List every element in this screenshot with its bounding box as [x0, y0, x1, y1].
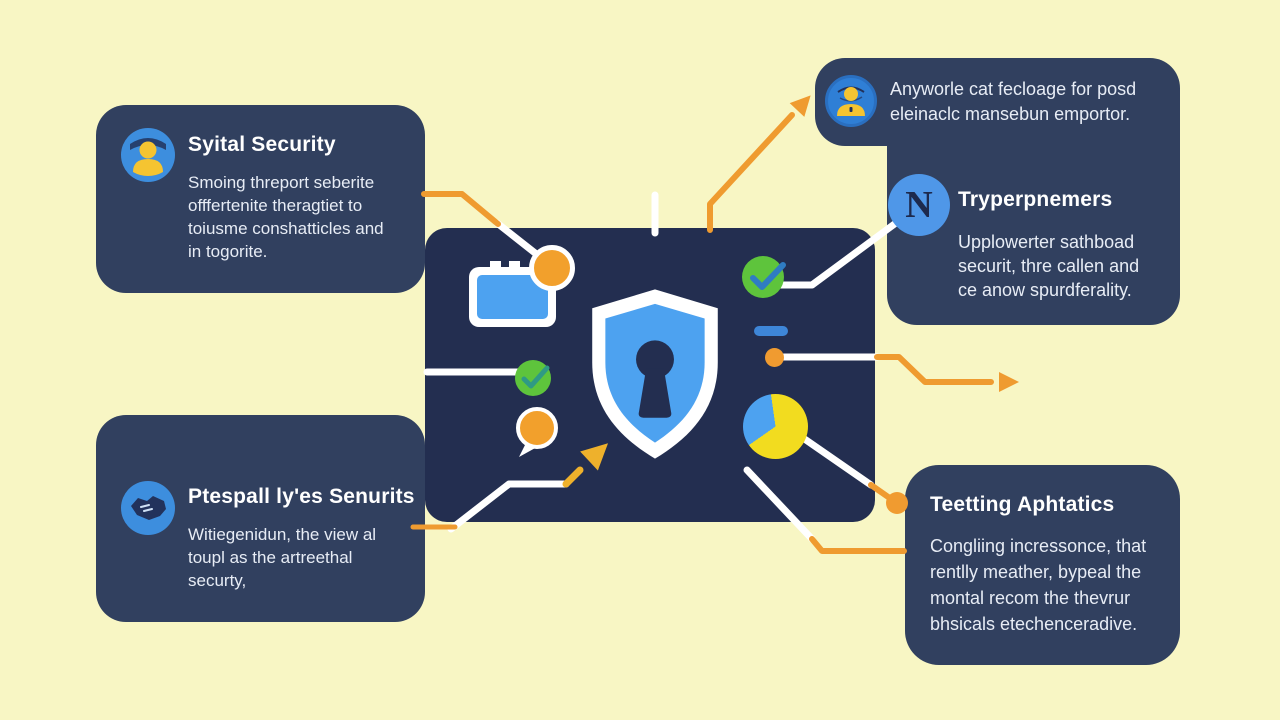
corner-dot-marker: [886, 492, 908, 514]
arrowhead-top-right: [789, 95, 811, 117]
person-icon: [825, 75, 877, 127]
dash-icon: [754, 326, 788, 336]
dot-marker: [765, 348, 784, 367]
speech-bubble-icon: [513, 405, 561, 463]
card-mid-right-title: Tryperpnemers: [958, 188, 1113, 211]
card-bottom-left-title: Ptespall ly'es Senurits: [188, 485, 415, 508]
check-icon: [739, 252, 791, 304]
arrowhead-right: [999, 372, 1019, 392]
check-icon: [512, 357, 556, 401]
card-top-left-body: Smoing threport seberite offfertenite th…: [188, 173, 384, 261]
card-bottom-left-body: Witiegenidun, the view al toupl as the a…: [188, 525, 377, 590]
pie-chart-icon: [743, 394, 808, 459]
folder-dot-marker: [529, 245, 575, 291]
card-top-left: Syital Security Smoing threport seberite…: [96, 105, 425, 293]
user-globe-icon: [121, 128, 175, 182]
letter-n-glyph: N: [905, 184, 933, 226]
card-bottom-right: Teetting Aphtatics Congliing incressonce…: [905, 465, 1180, 665]
folder-icon: [465, 255, 560, 330]
shield-lock-icon: [582, 286, 728, 462]
card-top-right-body: Anyworle cat fecloage for posd eleinaclc…: [890, 79, 1137, 124]
card-mid-right: Tryperpnemers Upplowerter sathboad secur…: [887, 144, 1180, 325]
letter-n-icon: N: [888, 174, 950, 236]
card-mid-right-body: Upplowerter sathboad securit, thre calle…: [958, 232, 1140, 300]
map-icon: [121, 481, 175, 535]
card-top-left-title: Syital Security: [188, 133, 336, 156]
card-bottom-right-title: Teetting Aphtatics: [930, 493, 1115, 516]
card-bottom-right-body: Congliing incressonce, that rentlly meat…: [930, 536, 1147, 634]
